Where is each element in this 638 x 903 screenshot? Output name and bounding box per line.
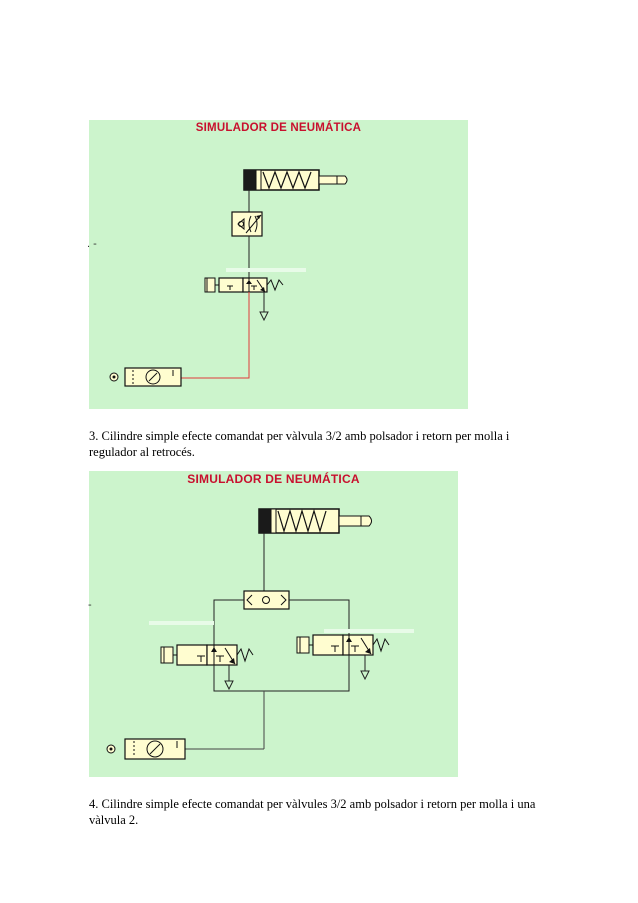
air-supply-unit-icon[interactable] bbox=[106, 738, 186, 760]
panel-title: SIMULADOR DE NEUMÁTICA bbox=[187, 472, 360, 486]
valve-3-2-pushbutton-spring-icon[interactable] bbox=[204, 277, 284, 293]
single-acting-cylinder-icon[interactable] bbox=[243, 169, 348, 191]
simulator-panel-2: SIMULADOR DE NEUMÁTICA bbox=[88, 471, 458, 777]
single-acting-cylinder-icon[interactable] bbox=[258, 508, 372, 534]
valve-3-2-pushbutton-spring-icon[interactable] bbox=[296, 634, 390, 656]
valve-3-2-pushbutton-spring-icon[interactable] bbox=[160, 644, 254, 666]
pneumatic-diagram-1 bbox=[109, 169, 348, 387]
simulator-panel-1: SIMULADOR DE NEUMÁTICA bbox=[87, 120, 468, 409]
pneumatic-diagram-2 bbox=[106, 508, 414, 760]
side-mark: - bbox=[88, 599, 92, 611]
flow-regulator-icon[interactable] bbox=[231, 211, 263, 237]
caption-3: 3. Cilindre simple efecte comandat per v… bbox=[89, 429, 510, 459]
side-mark: . - bbox=[87, 238, 97, 250]
air-supply-unit-icon[interactable] bbox=[109, 367, 182, 387]
caption-4: 4. Cilindre simple efecte comandat per v… bbox=[89, 797, 536, 827]
shuttle-valve-icon[interactable] bbox=[243, 590, 290, 610]
panel-title: SIMULADOR DE NEUMÁTICA bbox=[195, 122, 362, 134]
